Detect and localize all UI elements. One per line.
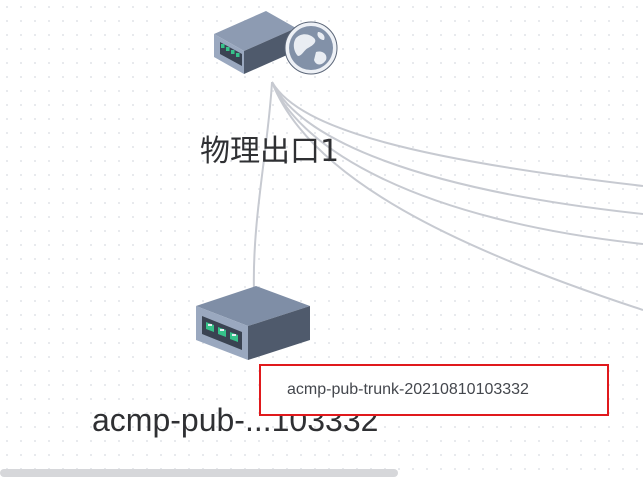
horizontal-scrollbar[interactable] xyxy=(0,468,643,479)
link-exit-trunk[interactable] xyxy=(252,81,273,293)
switch-icon[interactable] xyxy=(194,284,314,364)
router-globe-icon[interactable] xyxy=(210,8,340,80)
node-tooltip: acmp-pub-trunk-20210810103332 xyxy=(259,364,609,416)
link-exit-4[interactable] xyxy=(271,81,643,311)
node-label-physical-exit[interactable]: 物理出口1 xyxy=(200,134,340,169)
scrollbar-thumb[interactable] xyxy=(0,469,398,477)
link-exit-1[interactable] xyxy=(271,81,643,187)
link-exit-3[interactable] xyxy=(271,81,643,245)
link-exit-2[interactable] xyxy=(271,81,643,215)
